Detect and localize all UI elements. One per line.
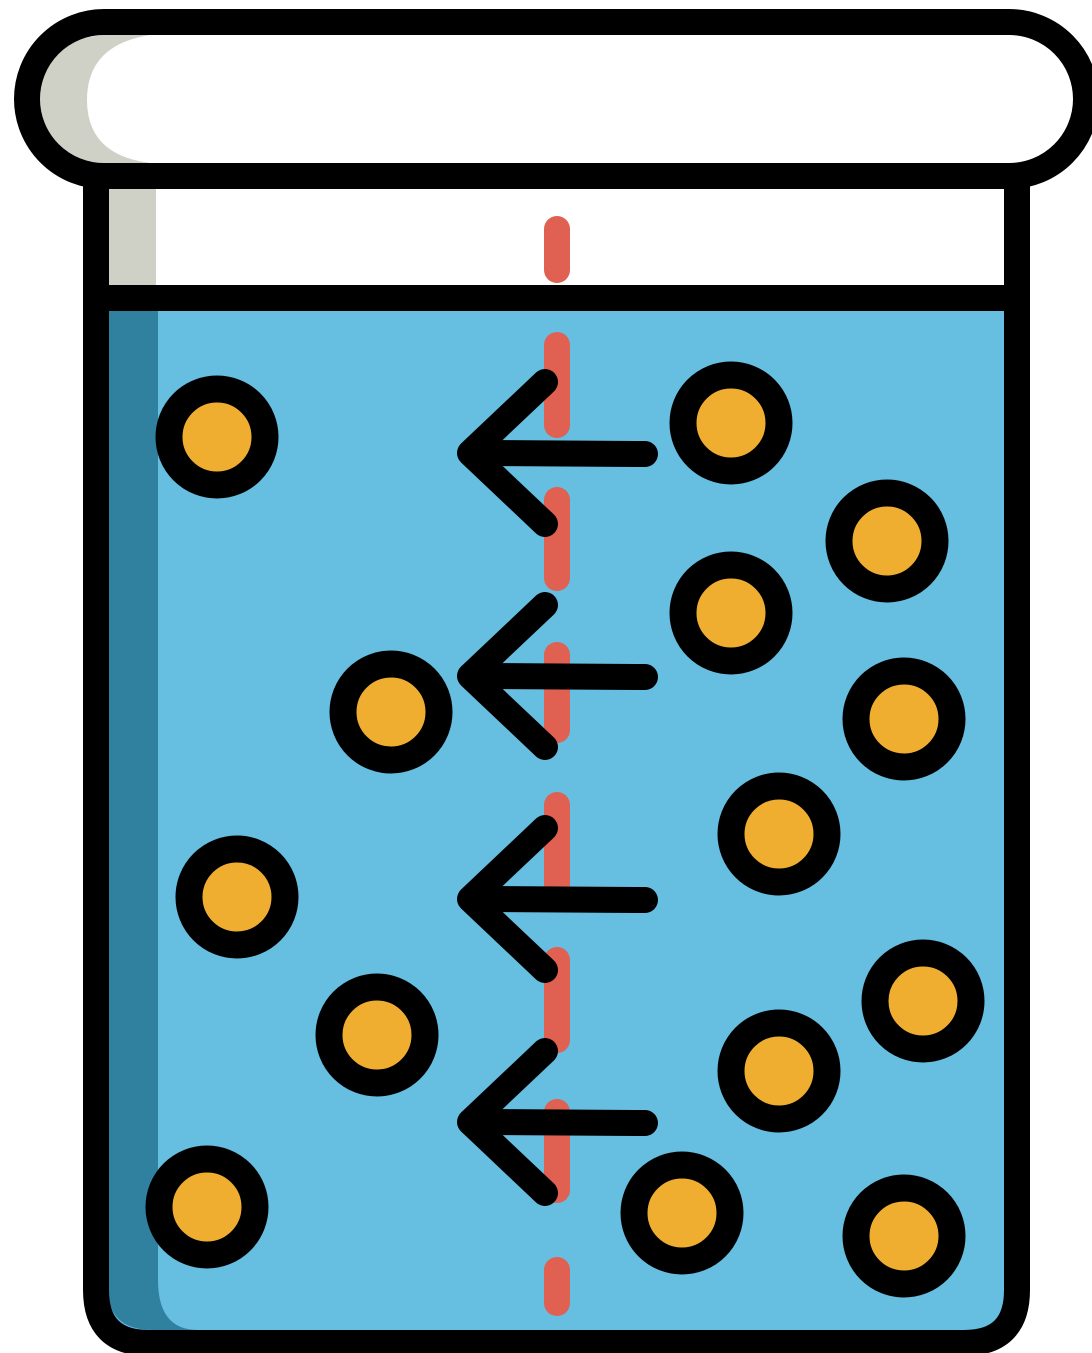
- left-arrow-icon: [457, 815, 658, 983]
- arrow-head: [457, 592, 558, 760]
- left-arrow-icon: [457, 1038, 658, 1206]
- arrow-shaft: [467, 1109, 658, 1136]
- arrow-shaft: [467, 663, 658, 690]
- headspace-shadow: [108, 180, 156, 296]
- right-particle: [861, 939, 985, 1063]
- right-particle: [842, 1174, 966, 1298]
- beaker-lid: [14, 9, 1092, 189]
- arrows-group: [457, 369, 658, 1206]
- beaker-outline: [83, 176, 1030, 1353]
- lid-outline: [14, 9, 1092, 189]
- arrow-shaft: [467, 886, 658, 913]
- left-particle: [329, 650, 453, 774]
- lid-fill: [27, 22, 1086, 176]
- right-particle: [825, 479, 949, 603]
- right-particle: [842, 657, 966, 781]
- left-particle: [315, 973, 439, 1097]
- right-particle: [717, 772, 841, 896]
- lid-shadow: [40, 35, 150, 163]
- right-particle: [669, 551, 793, 675]
- left-arrow-icon: [457, 592, 658, 760]
- liquid-shadow: [108, 311, 198, 1330]
- right-particle: [669, 361, 793, 485]
- left-particle: [175, 835, 299, 959]
- right-particle: [620, 1151, 744, 1275]
- arrow-shaft: [467, 440, 658, 467]
- right-particle: [717, 1009, 841, 1133]
- left-particle: [155, 375, 279, 499]
- arrow-head: [457, 369, 558, 537]
- left-arrow-icon: [457, 369, 658, 537]
- arrow-head: [457, 815, 558, 983]
- particles-group: [145, 361, 985, 1298]
- arrow-head: [457, 1038, 558, 1206]
- left-particle: [145, 1145, 269, 1269]
